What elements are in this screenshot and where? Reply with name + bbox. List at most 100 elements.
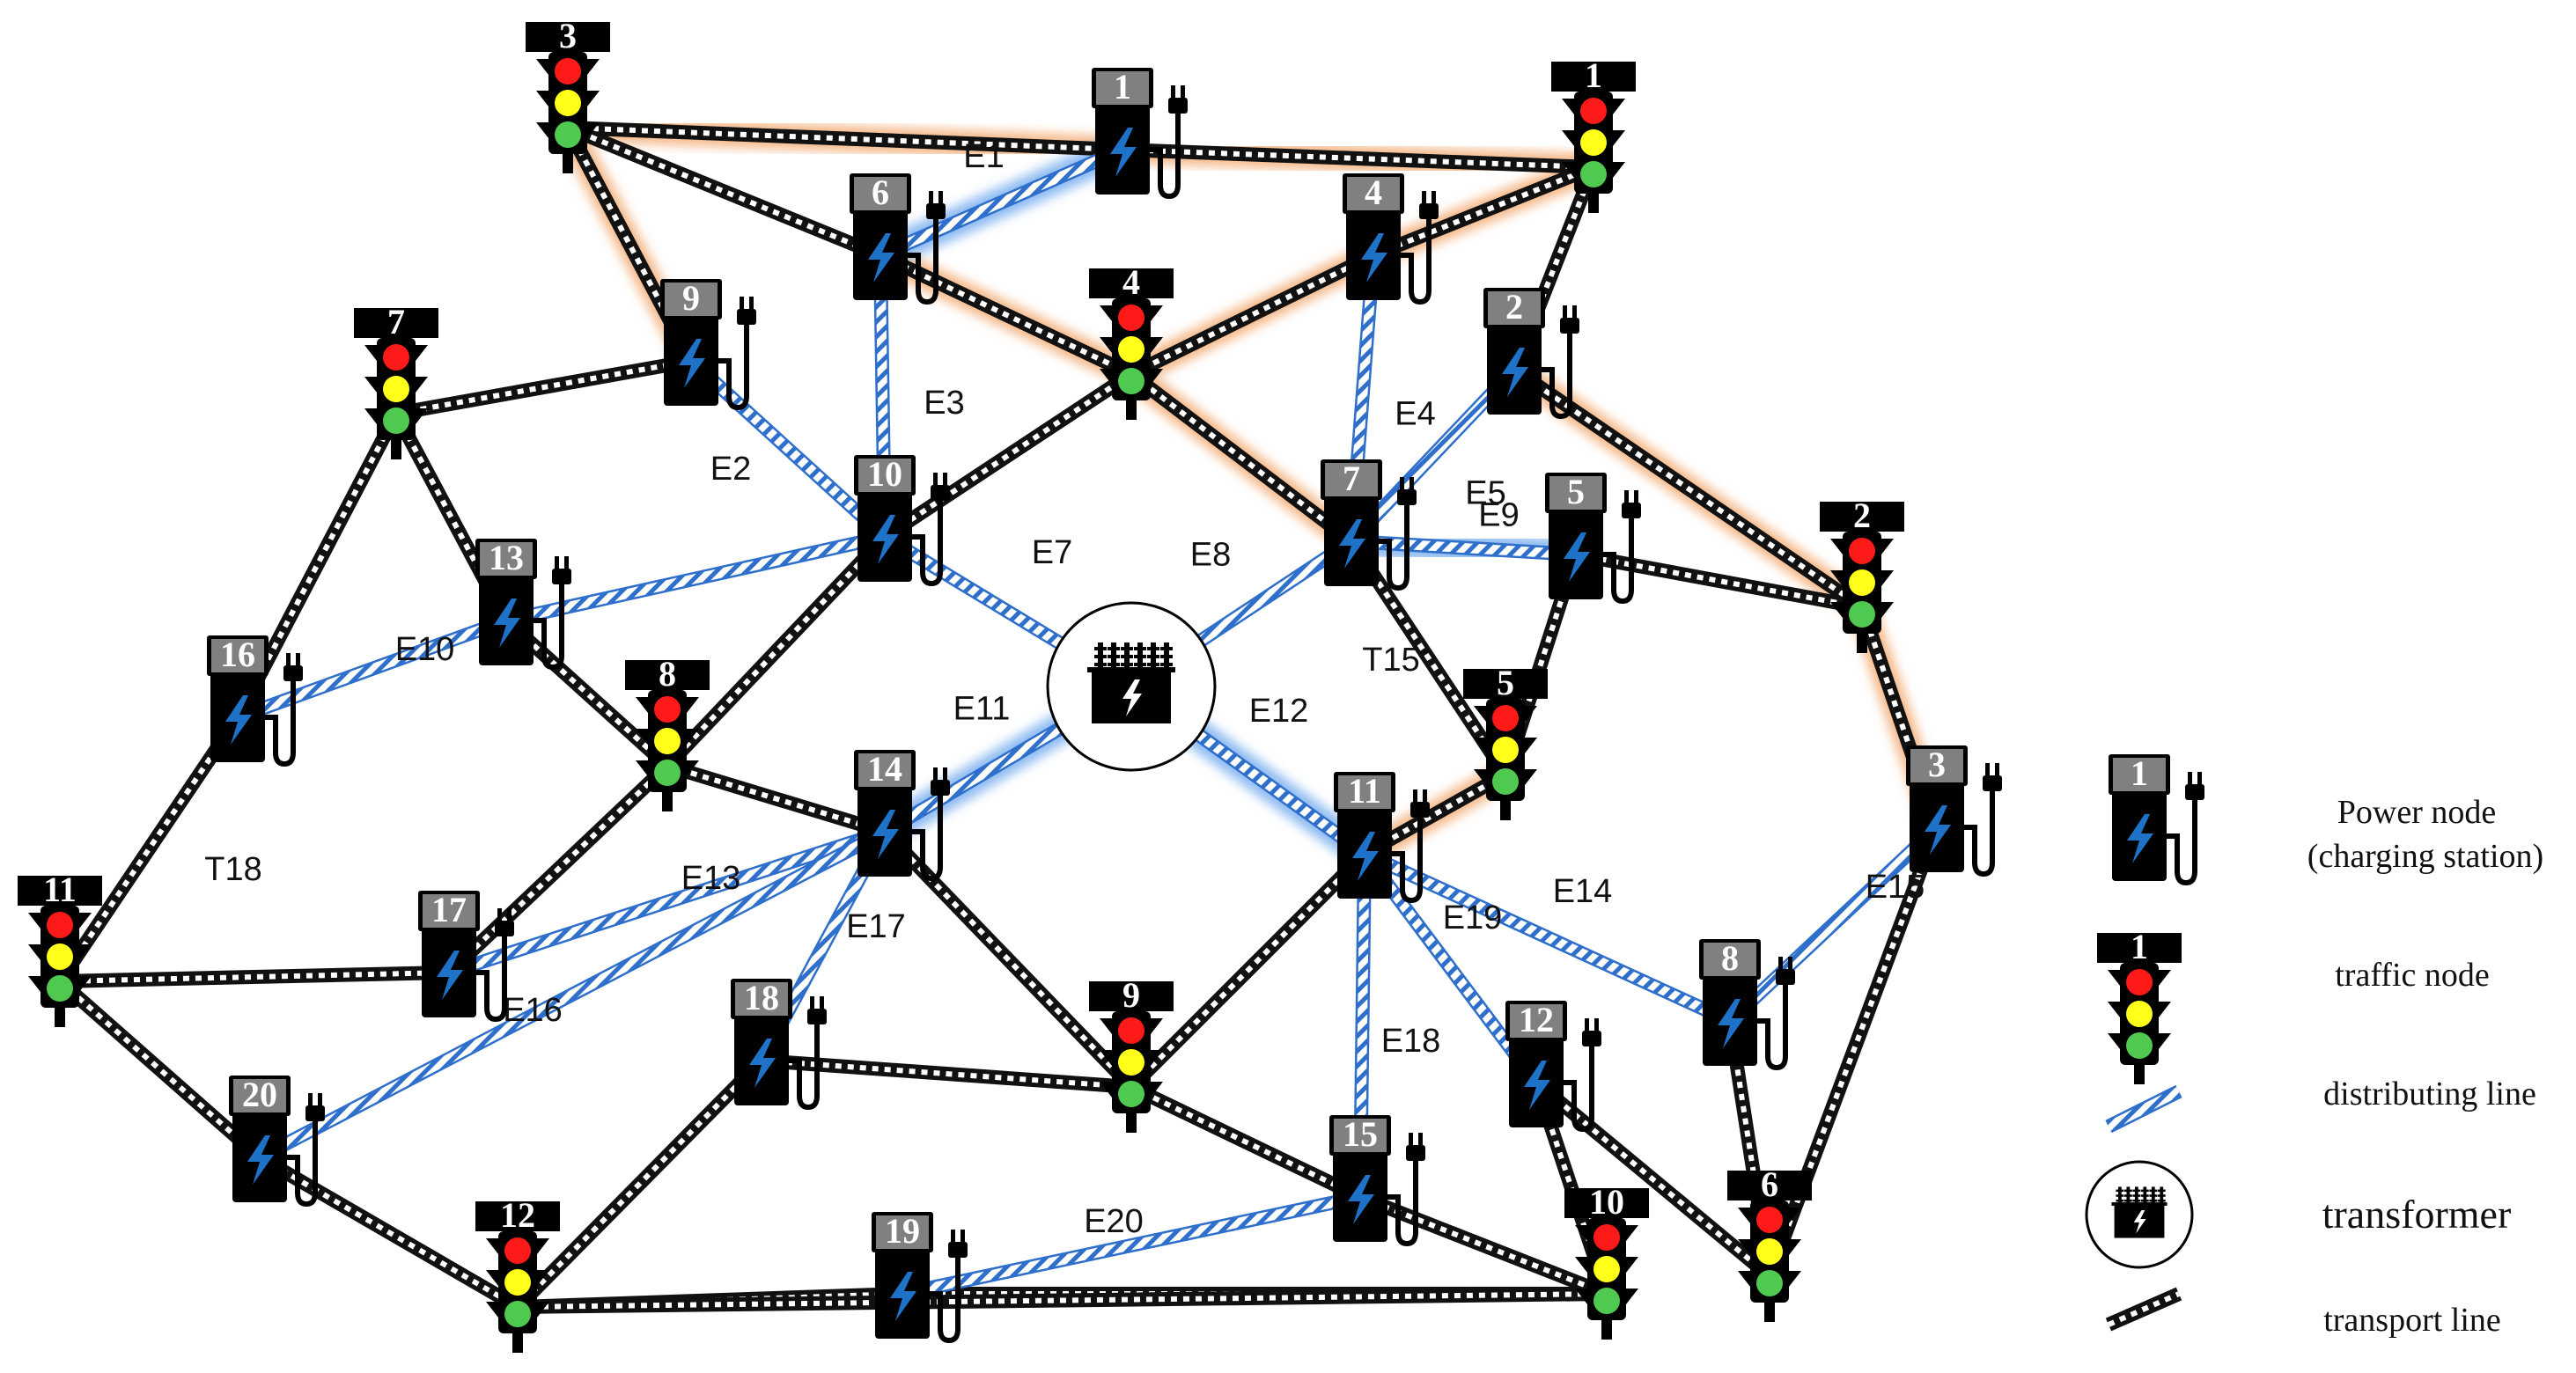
charging-cable [1401,220,1432,305]
transport-line [1763,825,1944,1279]
traffic-light-icon[interactable]: 2 [1820,496,1904,653]
distribution-line [446,825,887,980]
transformer-icon[interactable] [1046,601,1217,772]
legend-transport-line [2105,1287,2182,1332]
charging-cable [2167,801,2197,886]
traffic-light-icon[interactable]: 5 [1463,663,1548,820]
transformer-icon[interactable] [2085,1160,2194,1269]
charging-station-icon[interactable]: 1 [2109,753,2204,886]
charging-station-icon[interactable]: 17 [418,890,514,1023]
lightning-bolt-icon [1925,805,1951,855]
plug-icon [1406,1133,1425,1166]
transport-line [54,713,244,986]
traffic-node-number: 6 [1761,1164,1778,1204]
traffic-node-number: 11 [43,870,77,909]
traffic-light-icon[interactable]: 10 [1564,1182,1649,1340]
traffic-light-icon[interactable]: 11 [18,870,102,1027]
lightning-bolt-icon [868,233,894,283]
charging-cable [789,1025,820,1111]
plug-icon [1168,85,1188,119]
charging-station-icon[interactable]: 11 [1334,771,1430,904]
charging-station-icon[interactable]: 18 [731,978,827,1111]
edge-label: E10 [395,631,455,668]
charging-station-icon[interactable]: 20 [229,1075,325,1208]
distribution-line [256,825,888,1164]
power-node-number: 11 [1348,771,1381,811]
charging-station-icon[interactable]: 9 [660,278,756,411]
charging-station-icon[interactable]: 10 [854,454,950,587]
transport-line [512,1055,767,1312]
nodes: 1234567891011121314151617181920123456789… [18,16,2002,1353]
plug-icon [1622,490,1641,524]
charging-station-icon[interactable]: 13 [475,538,571,671]
power-node-number: 5 [1567,472,1585,511]
distribution-line [877,143,1126,262]
transport-line [761,1054,1132,1094]
plug-icon [1410,789,1430,823]
charging-station-icon[interactable]: 8 [1699,938,1795,1071]
plug-icon [552,556,571,590]
edge-label: E20 [1084,1203,1144,1240]
plug-icon [1560,305,1579,339]
traffic-light-icon[interactable]: 3 [526,16,610,173]
transport-line [662,532,890,771]
charging-station-icon[interactable]: 14 [854,749,950,882]
plug-icon [1983,763,2002,797]
lightning-bolt-icon [1352,832,1379,881]
edge-label: E9 [1478,497,1519,534]
charging-station-icon[interactable]: 15 [1329,1114,1425,1247]
traffic-node-number: 10 [1589,1182,1624,1222]
plug-icon [926,191,946,224]
charging-station-icon[interactable]: 1 [1092,67,1188,200]
transport-line [1128,248,1377,381]
charging-cable [718,326,749,411]
transport-line [59,966,450,988]
legend-label: transport line [2323,1302,2501,1339]
plug-icon [737,297,756,330]
lightning-bolt-icon [1502,348,1528,397]
transport-line [1574,547,1864,614]
traffic-node-number: 7 [387,302,405,341]
plug-icon [1397,477,1417,510]
charging-cable [1392,819,1423,904]
charging-station-icon[interactable]: 12 [1505,1000,1601,1133]
traffic-light-icon[interactable]: 4 [1089,262,1174,420]
edge-label: E14 [1553,873,1613,910]
charging-station-icon[interactable]: 3 [1906,745,2002,877]
plug-icon [1776,957,1795,990]
traffic-light-icon[interactable]: 1 [1551,55,1636,213]
traffic-light-icon[interactable]: 9 [1089,975,1174,1133]
power-node-number: 4 [1365,173,1382,212]
legend-label: distributing line [2323,1076,2536,1112]
charging-station-icon[interactable]: 4 [1343,173,1439,305]
traffic-light-icon[interactable]: 12 [475,1195,560,1353]
charging-cable [1379,506,1409,591]
charging-station-icon[interactable]: 19 [872,1211,968,1344]
charging-station-icon[interactable]: 2 [1483,287,1579,420]
edge-label: E8 [1190,537,1231,574]
transport-line [517,1287,1608,1314]
lightning-bolt-icon [437,951,463,1000]
plug-icon [2185,772,2204,805]
transport-line [255,1151,522,1313]
lightning-bolt-icon [679,339,705,388]
lightning-bolt-icon [749,1039,776,1088]
plug-icon [931,767,950,801]
distribution-line [686,356,890,542]
traffic-light-icon[interactable]: 8 [625,654,710,811]
power-node-number: 2 [1505,287,1523,327]
charging-cable [930,1259,960,1344]
charging-station-icon[interactable]: 5 [1545,472,1641,605]
traffic-light-icon[interactable]: 1 [2097,927,2182,1084]
plug-icon [495,908,514,942]
power-node-number: 20 [242,1075,277,1114]
charging-station-icon[interactable]: 7 [1321,459,1417,591]
power-node-number: 17 [431,890,467,929]
distribution-line [1725,822,1942,1026]
charging-station-icon[interactable]: 16 [207,635,303,767]
charging-station-icon[interactable]: 6 [850,173,946,305]
traffic-light-icon[interactable]: 6 [1727,1164,1812,1322]
traffic-light-icon[interactable]: 7 [354,302,438,459]
charging-cable [1564,1047,1594,1133]
